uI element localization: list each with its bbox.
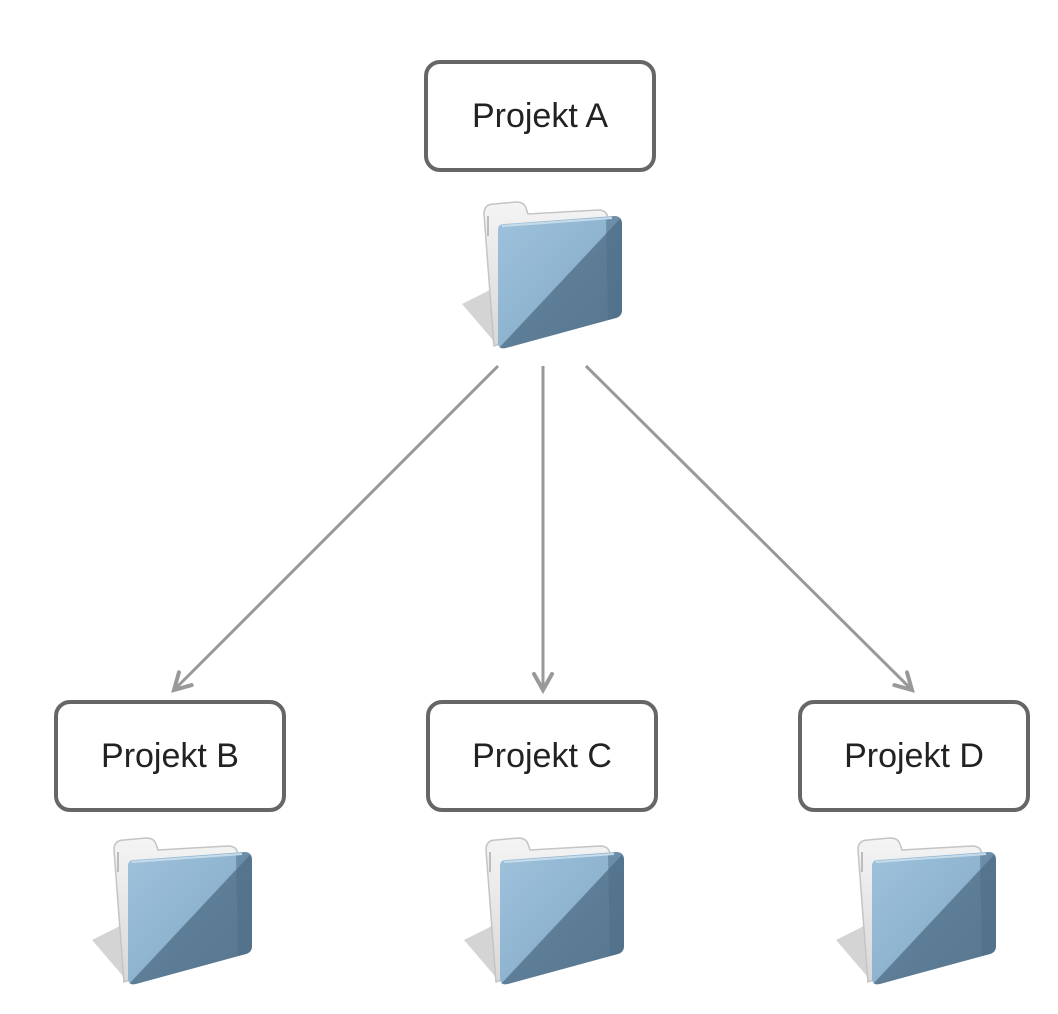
node-projekt-b[interactable]: Projekt B <box>54 700 286 812</box>
edge-a-to-b <box>174 364 500 690</box>
node-label: Projekt B <box>101 736 239 775</box>
node-label: Projekt A <box>471 96 609 135</box>
node-projekt-a[interactable]: Projekt A <box>424 60 656 172</box>
node-projekt-d[interactable]: Projekt D <box>798 700 1030 812</box>
folder-icon <box>91 837 253 986</box>
folder-icon <box>461 201 623 350</box>
node-label: Projekt C <box>472 736 612 775</box>
node-projekt-c[interactable]: Projekt C <box>426 700 658 812</box>
folder-icon <box>835 837 997 986</box>
folder-icon <box>463 837 625 986</box>
node-label: Projekt D <box>844 736 984 775</box>
edge-a-to-d <box>584 364 912 690</box>
